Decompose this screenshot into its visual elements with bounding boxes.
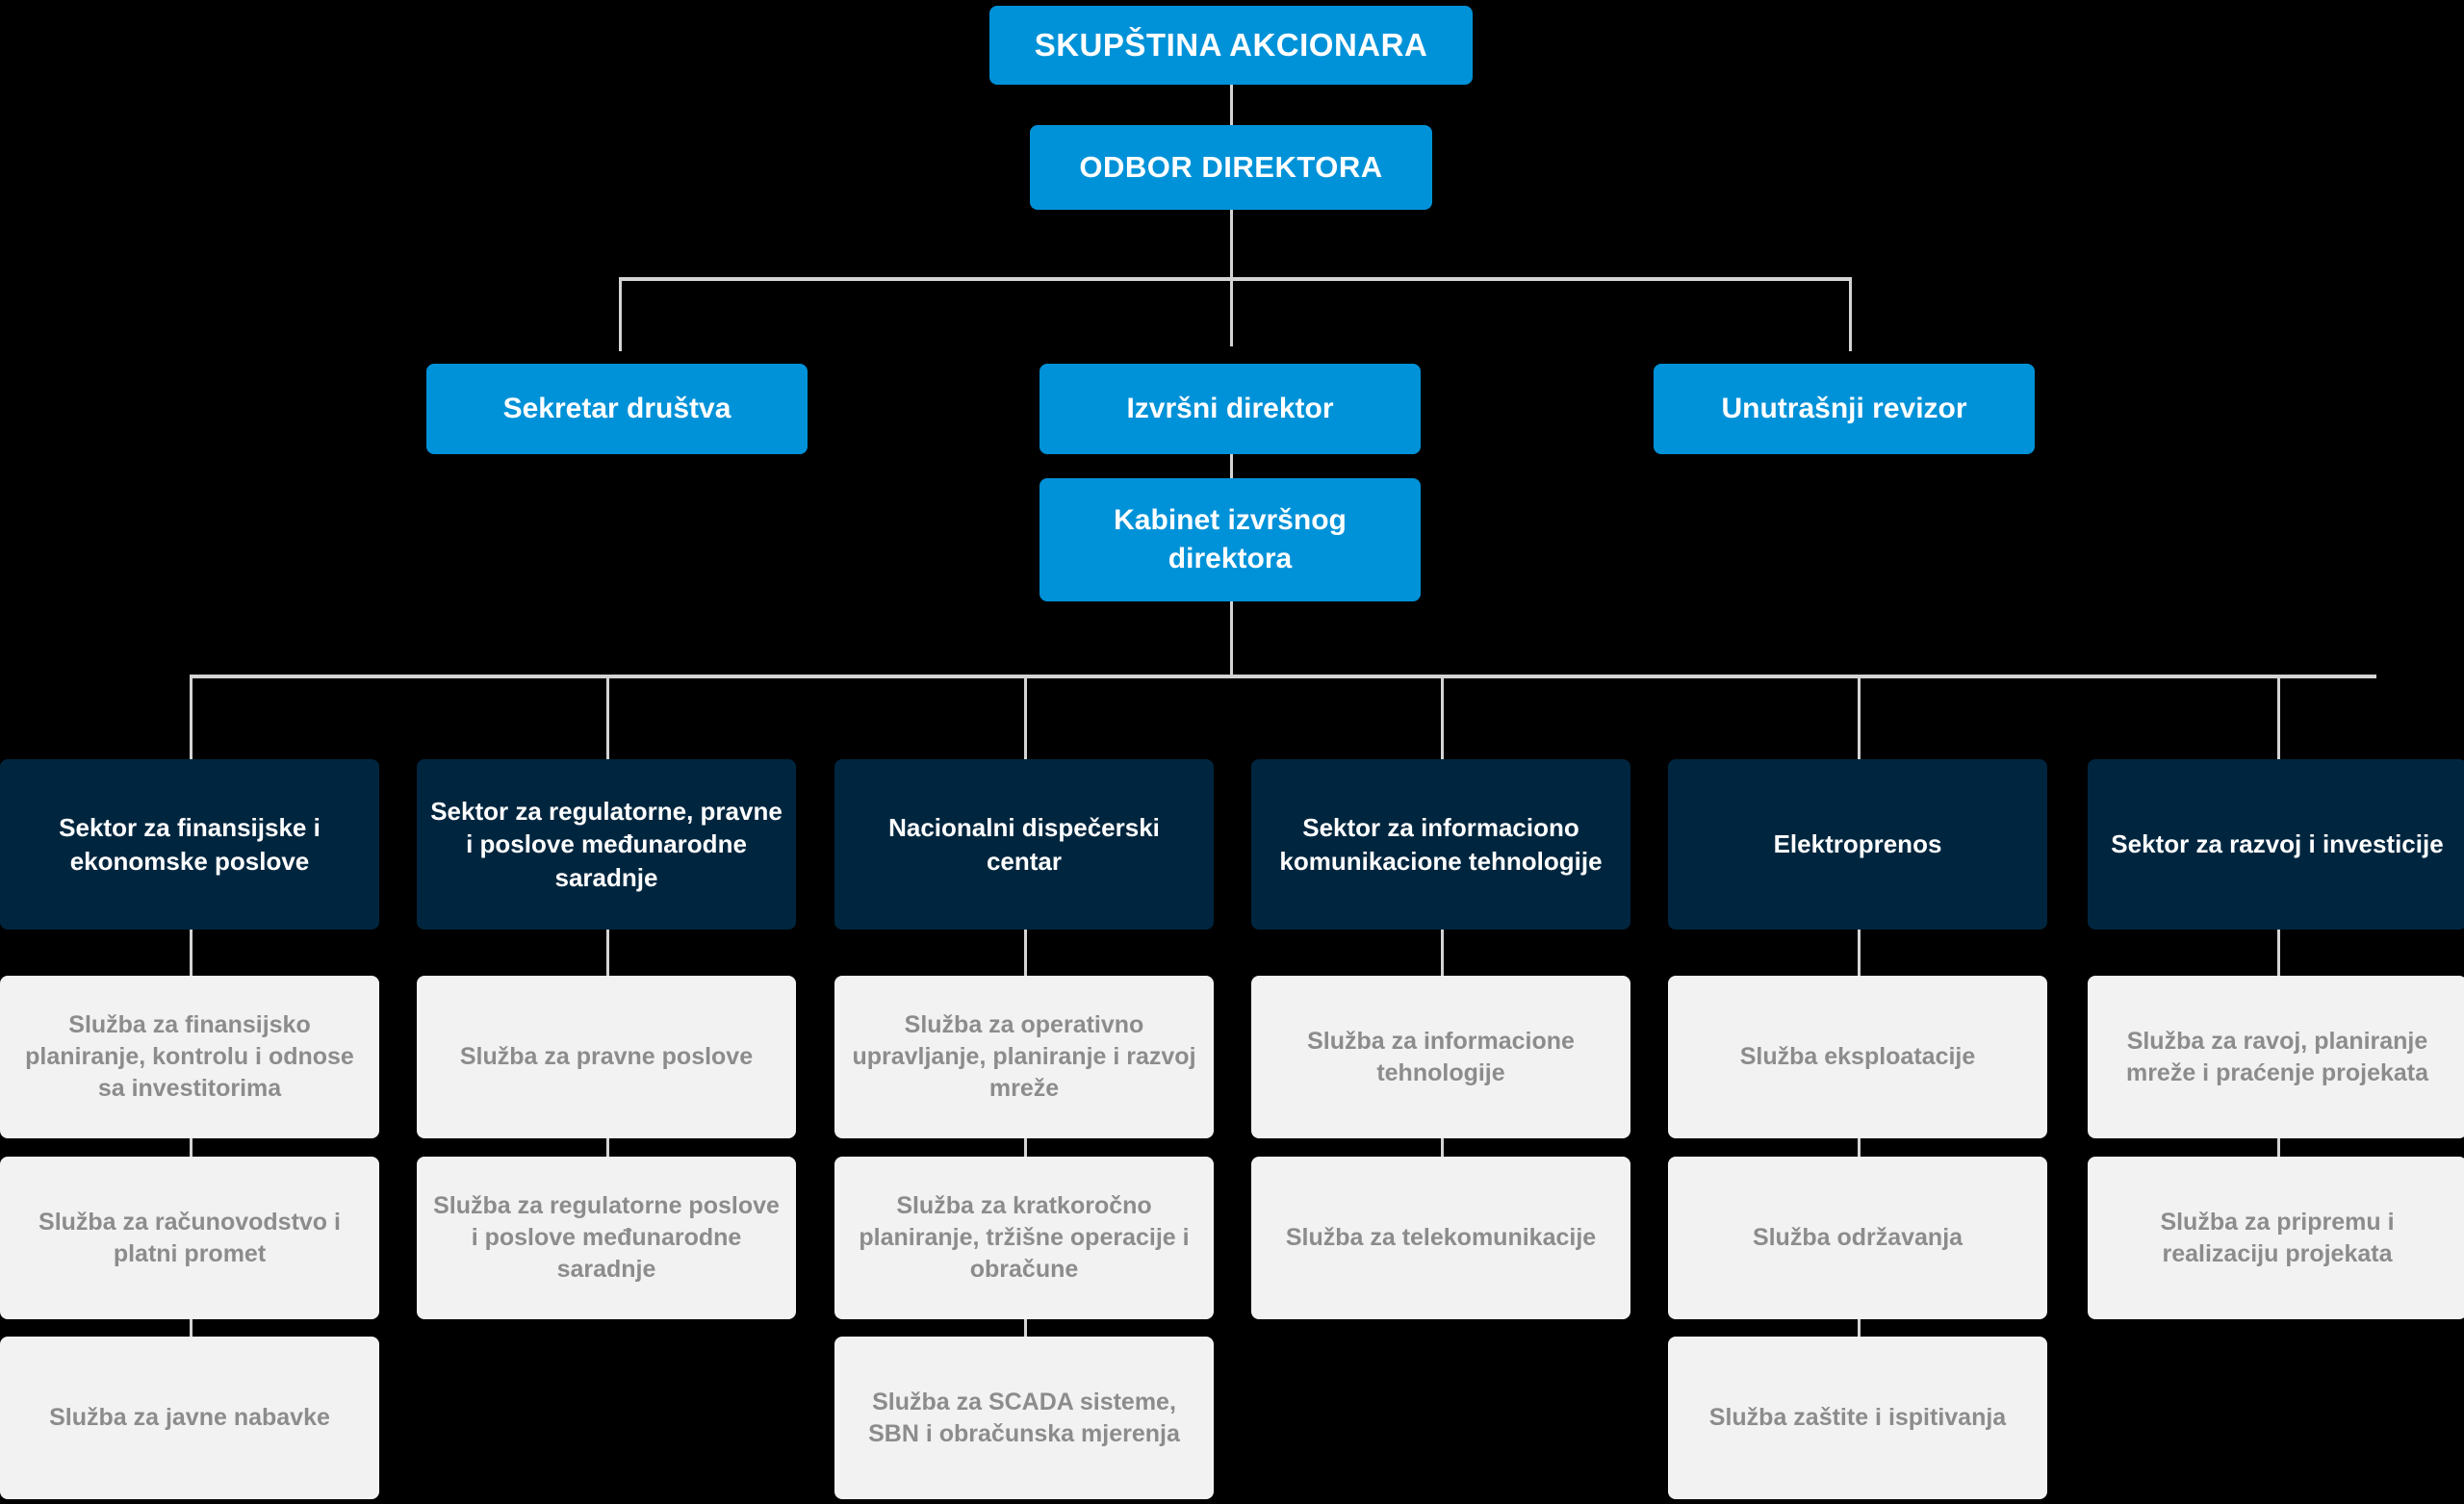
connector-officer-bus	[619, 277, 1852, 281]
connector-col6-service1-service2	[2277, 1138, 2280, 1167]
connector-sector4-service1	[1441, 930, 1444, 976]
node-service-finance-planning[interactable]: Služba za finansijsko planiranje, kontro…	[0, 976, 379, 1138]
node-service-operational-management[interactable]: Služba za operativno upravljanje, planir…	[834, 976, 1214, 1138]
connector-cabinet-stem	[1230, 601, 1233, 676]
connector-col4-service1-service2	[1441, 1138, 1444, 1167]
connector-col5-service1-service2	[1858, 1138, 1861, 1167]
connector-drop-auditor	[1849, 277, 1852, 351]
connector-assembly-board	[1230, 85, 1233, 125]
node-board-of-directors[interactable]: ODBOR DIREKTORA	[1030, 125, 1432, 210]
node-sector-development-investments[interactable]: Sektor za razvoj i investicije	[2088, 759, 2464, 930]
node-sector-finance[interactable]: Sektor za finansijske i ekonomske poslov…	[0, 759, 379, 930]
node-service-protection-testing[interactable]: Služba zaštite i ispitivanja	[1668, 1337, 2047, 1499]
connector-sector3-service1	[1024, 930, 1027, 976]
node-service-legal-affairs[interactable]: Služba za pravne poslove	[417, 976, 796, 1138]
connector-col3-service2-service3	[1024, 1318, 1027, 1347]
node-service-exploitation[interactable]: Služba eksploatacije	[1668, 976, 2047, 1138]
connector-sector2-service1	[606, 930, 609, 976]
connector-col3-service1-service2	[1024, 1138, 1027, 1167]
connector-sector1-service1	[190, 930, 192, 976]
connector-drop-secretary	[619, 277, 622, 351]
connector-sector6-service1	[2277, 930, 2280, 976]
node-internal-auditor[interactable]: Unutrašnji revizor	[1654, 364, 2035, 454]
connector-drop-sector-3	[1024, 675, 1027, 759]
connector-sector5-service1	[1858, 930, 1861, 976]
node-sector-national-dispatch-center[interactable]: Nacionalni dispečerski centar	[834, 759, 1214, 930]
node-executive-director[interactable]: Izvršni direktor	[1040, 364, 1421, 454]
node-executive-director-cabinet[interactable]: Kabinet izvršnog direktora	[1040, 478, 1421, 601]
connector-drop-sector-2	[606, 675, 609, 759]
node-service-accounting-payments[interactable]: Služba za računovodstvo i platni promet	[0, 1157, 379, 1319]
node-service-regulatory-international[interactable]: Služba za regulatorne poslove i poslove …	[417, 1157, 796, 1319]
node-sector-ict[interactable]: Sektor za informaciono komunikacione teh…	[1251, 759, 1630, 930]
connector-drop-sector-5	[1858, 675, 1861, 759]
connector-sector-bus	[190, 675, 2376, 678]
node-assembly[interactable]: SKUPŠTINA AKCIONARA	[989, 6, 1473, 85]
node-service-scada-sbn-metering[interactable]: Služba za SCADA sisteme, SBN i obračunsk…	[834, 1337, 1214, 1499]
connector-col1-service1-service2	[190, 1138, 192, 1167]
node-service-public-procurement[interactable]: Služba za javne nabavke	[0, 1337, 379, 1499]
connector-col5-service2-service3	[1858, 1318, 1861, 1347]
node-service-maintenance[interactable]: Služba održavanja	[1668, 1157, 2047, 1319]
node-service-information-technology[interactable]: Služba za informacione tehnologije	[1251, 976, 1630, 1138]
node-service-telecommunications[interactable]: Služba za telekomunikacije	[1251, 1157, 1630, 1319]
node-sector-elektroprenos[interactable]: Elektroprenos	[1668, 759, 2047, 930]
node-service-project-preparation-realization[interactable]: Služba za pripremu i realizaciju projeka…	[2088, 1157, 2464, 1319]
node-service-short-term-planning-market[interactable]: Služba za kratkoročno planiranje, tržišn…	[834, 1157, 1214, 1319]
connector-col1-service2-service3	[190, 1318, 192, 1347]
node-company-secretary[interactable]: Sekretar društva	[426, 364, 808, 454]
connector-director-cabinet	[1230, 454, 1233, 478]
node-service-network-development-planning[interactable]: Služba za ravoj, planiranje mreže i prać…	[2088, 976, 2464, 1138]
connector-drop-sector-4	[1441, 675, 1444, 759]
connector-drop-sector-1	[190, 675, 192, 759]
node-sector-regulatory-legal[interactable]: Sektor za regulatorne, pravne i poslove …	[417, 759, 796, 930]
connector-col2-service1-service2	[606, 1138, 609, 1167]
connector-drop-sector-6	[2277, 675, 2280, 759]
